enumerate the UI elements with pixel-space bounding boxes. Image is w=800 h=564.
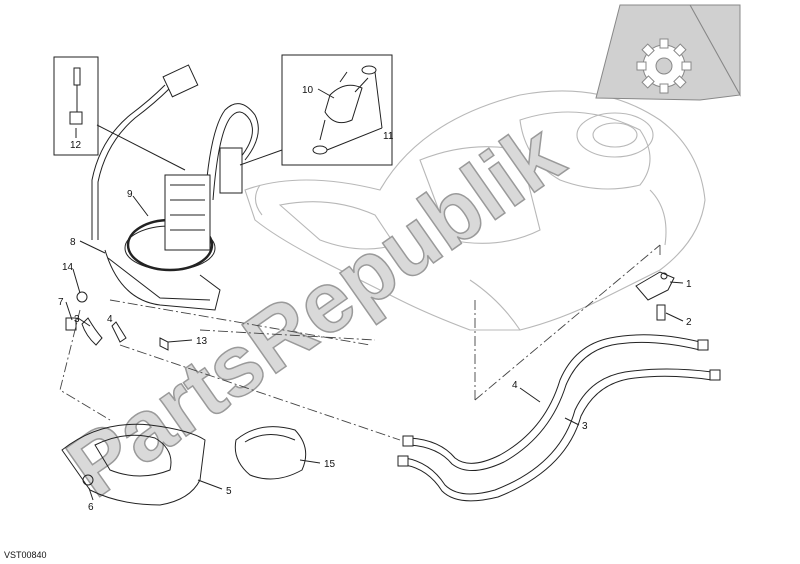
filter-detail-box [281,54,393,166]
fuel-hoses [397,334,721,502]
watermark-text: PartsRepublik [51,105,580,515]
callout-4-fitting: 4 [107,314,113,325]
fuel-pump-assembly [91,64,259,311]
callout-9: 9 [127,189,133,200]
callout-3-fitting: 3 [74,314,80,325]
clamp [635,271,675,321]
callout-6: 6 [88,502,94,513]
watermark: PartsRepublik [50,104,580,516]
callout-12: 12 [70,140,82,151]
fittings [65,291,169,351]
callout-2: 2 [686,317,692,328]
callout-13: 13 [196,336,208,347]
callout-10: 10 [302,85,314,96]
reference-lines [59,244,661,441]
callout-14: 14 [62,262,74,273]
callout-11: 11 [383,131,394,142]
drawing-code: VST00840 [4,550,47,560]
connector-detail-box [53,56,99,156]
callout-5: 5 [226,486,232,497]
callout-4-hose: 4 [512,380,518,391]
callout-8: 8 [70,237,76,248]
cap [234,426,307,480]
pump-cover [61,423,206,506]
leader-lines [65,88,684,501]
callout-15: 15 [324,459,336,470]
callout-7: 7 [58,297,64,308]
callout-3-hose: 3 [582,421,588,432]
fuel-tank-ghost [244,90,706,331]
gear-icon [595,4,741,101]
callouts: 1 2 3 3 4 4 5 6 7 8 9 10 11 12 13 14 15 [58,85,692,513]
callout-1: 1 [686,279,692,290]
